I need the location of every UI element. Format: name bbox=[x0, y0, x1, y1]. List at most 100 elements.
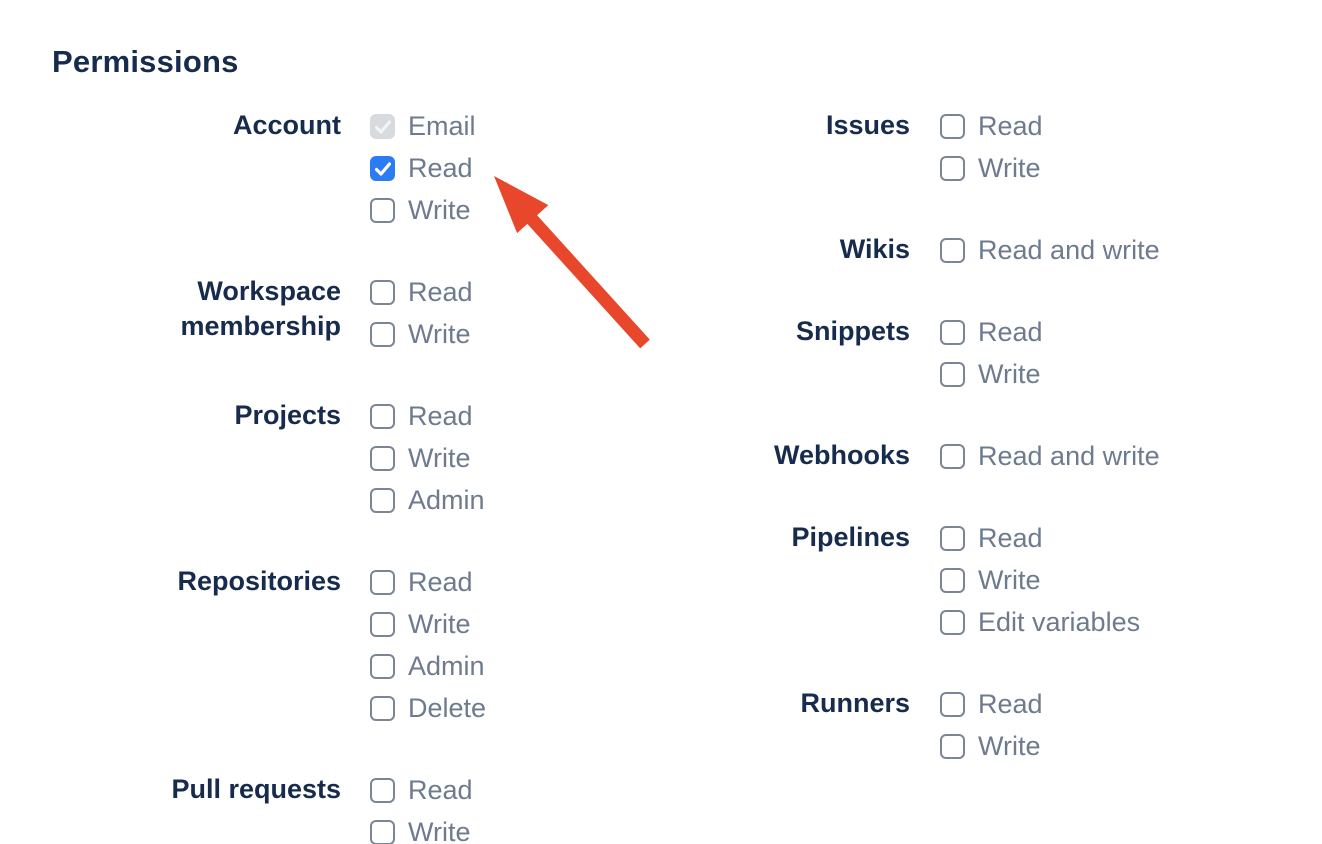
checkbox-row-pipelines-write[interactable]: Write bbox=[940, 565, 1140, 595]
checkbox-row-wikis-read-and-write[interactable]: Read and write bbox=[940, 235, 1160, 265]
group-label-wikis: Wikis bbox=[839, 234, 910, 264]
group-label-pipelines: Pipelines bbox=[791, 522, 910, 552]
checkbox-repositories-delete[interactable] bbox=[370, 696, 395, 721]
checkbox-row-projects-read[interactable]: Read bbox=[370, 401, 485, 431]
checkbox-label-repositories-read[interactable]: Read bbox=[408, 567, 473, 597]
checkbox-runners-read[interactable] bbox=[940, 692, 965, 717]
checkbox-row-repositories-read[interactable]: Read bbox=[370, 567, 486, 597]
checkbox-row-pipelines-read[interactable]: Read bbox=[940, 523, 1140, 553]
checkbox-row-repositories-admin[interactable]: Admin bbox=[370, 651, 486, 681]
checkbox-row-snippets-write[interactable]: Write bbox=[940, 359, 1043, 389]
checkbox-projects-read[interactable] bbox=[370, 404, 395, 429]
checkbox-row-account-read[interactable]: Read bbox=[370, 153, 476, 183]
checkbox-row-snippets-read[interactable]: Read bbox=[940, 317, 1043, 347]
checkbox-projects-write[interactable] bbox=[370, 446, 395, 471]
checkbox-row-pull-requests-read[interactable]: Read bbox=[370, 775, 473, 805]
checkbox-label-pipelines-write[interactable]: Write bbox=[978, 565, 1041, 595]
checkbox-repositories-read[interactable] bbox=[370, 570, 395, 595]
checkbox-runners-write[interactable] bbox=[940, 734, 965, 759]
checkbox-label-workspace-membership-write[interactable]: Write bbox=[408, 319, 471, 349]
checkbox-issues-read[interactable] bbox=[940, 114, 965, 139]
group-label-projects: Projects bbox=[234, 400, 341, 430]
checkbox-pull-requests-read[interactable] bbox=[370, 778, 395, 803]
checkbox-snippets-write[interactable] bbox=[940, 362, 965, 387]
checkbox-projects-admin[interactable] bbox=[370, 488, 395, 513]
checkbox-pipelines-read[interactable] bbox=[940, 526, 965, 551]
checkbox-wikis-read-and-write[interactable] bbox=[940, 238, 965, 263]
checkbox-snippets-read[interactable] bbox=[940, 320, 965, 345]
checkbox-issues-write[interactable] bbox=[940, 156, 965, 181]
checkbox-label-issues-read[interactable]: Read bbox=[978, 111, 1043, 141]
checkbox-account-write[interactable] bbox=[370, 198, 395, 223]
checkbox-row-issues-write[interactable]: Write bbox=[940, 153, 1043, 183]
checkbox-row-workspace-membership-write[interactable]: Write bbox=[370, 319, 473, 349]
checkbox-row-pipelines-edit-variables[interactable]: Edit variables bbox=[940, 607, 1141, 637]
checkbox-label-webhooks-read-and-write[interactable]: Read and write bbox=[978, 441, 1160, 471]
checkbox-label-snippets-read[interactable]: Read bbox=[978, 317, 1043, 347]
group-label-pull-requests: Pull requests bbox=[171, 774, 341, 804]
checkbox-label-workspace-membership-read[interactable]: Read bbox=[408, 277, 473, 307]
checkbox-label-projects-admin[interactable]: Admin bbox=[408, 485, 485, 515]
checkbox-label-account-read[interactable]: Read bbox=[408, 153, 473, 183]
checkbox-workspace-membership-read[interactable] bbox=[370, 280, 395, 305]
checkbox-label-pipelines-edit-variables[interactable]: Edit variables bbox=[978, 607, 1141, 637]
checkbox-row-runners-write[interactable]: Write bbox=[940, 731, 1043, 761]
checkbox-label-repositories-delete[interactable]: Delete bbox=[408, 693, 487, 723]
checkbox-row-pull-requests-write[interactable]: Write bbox=[370, 817, 473, 844]
checkbox-row-webhooks-read-and-write[interactable]: Read and write bbox=[940, 441, 1160, 471]
checkbox-row-account-write[interactable]: Write bbox=[370, 195, 476, 225]
page-title: Permissions bbox=[52, 44, 239, 79]
checkbox-label-projects-write[interactable]: Write bbox=[408, 443, 471, 473]
checkbox-label-account-email: Email bbox=[408, 111, 476, 141]
checkbox-pipelines-write[interactable] bbox=[940, 568, 965, 593]
checkbox-label-issues-write[interactable]: Write bbox=[978, 153, 1041, 183]
checkbox-pull-requests-write[interactable] bbox=[370, 820, 395, 844]
checkbox-repositories-admin[interactable] bbox=[370, 654, 395, 679]
group-label-workspace-membership: Workspace membership bbox=[180, 276, 341, 341]
checkbox-repositories-write[interactable] bbox=[370, 612, 395, 637]
checkbox-row-runners-read[interactable]: Read bbox=[940, 689, 1043, 719]
checkbox-label-repositories-write[interactable]: Write bbox=[408, 609, 471, 639]
checkbox-account-email bbox=[370, 114, 395, 139]
checkbox-row-projects-write[interactable]: Write bbox=[370, 443, 485, 473]
checkbox-label-account-write[interactable]: Write bbox=[408, 195, 471, 225]
checkbox-label-repositories-admin[interactable]: Admin bbox=[408, 651, 485, 681]
checkbox-webhooks-read-and-write[interactable] bbox=[940, 444, 965, 469]
checkbox-pipelines-edit-variables[interactable] bbox=[940, 610, 965, 635]
red-arrow-head bbox=[494, 176, 549, 234]
option-stack-wikis: Read and write bbox=[940, 235, 1160, 280]
checkbox-row-repositories-write[interactable]: Write bbox=[370, 609, 486, 639]
checkbox-row-projects-admin[interactable]: Admin bbox=[370, 485, 485, 515]
checkbox-workspace-membership-write[interactable] bbox=[370, 322, 395, 347]
checkbox-label-pull-requests-write[interactable]: Write bbox=[408, 817, 471, 844]
checkbox-label-wikis-read-and-write[interactable]: Read and write bbox=[978, 235, 1160, 265]
checkbox-label-pipelines-read[interactable]: Read bbox=[978, 523, 1043, 553]
checkbox-account-read[interactable] bbox=[370, 156, 395, 181]
checkbox-label-runners-read[interactable]: Read bbox=[978, 689, 1043, 719]
checkbox-label-projects-read[interactable]: Read bbox=[408, 401, 473, 431]
checkbox-row-repositories-delete[interactable]: Delete bbox=[370, 693, 487, 723]
group-label-runners: Runners bbox=[800, 688, 910, 718]
checkbox-label-pull-requests-read[interactable]: Read bbox=[408, 775, 473, 805]
checkbox-label-runners-write[interactable]: Write bbox=[978, 731, 1041, 761]
checkbox-label-snippets-write[interactable]: Write bbox=[978, 359, 1041, 389]
checkbox-row-workspace-membership-read[interactable]: Read bbox=[370, 277, 473, 307]
checkbox-row-issues-read[interactable]: Read bbox=[940, 111, 1043, 141]
